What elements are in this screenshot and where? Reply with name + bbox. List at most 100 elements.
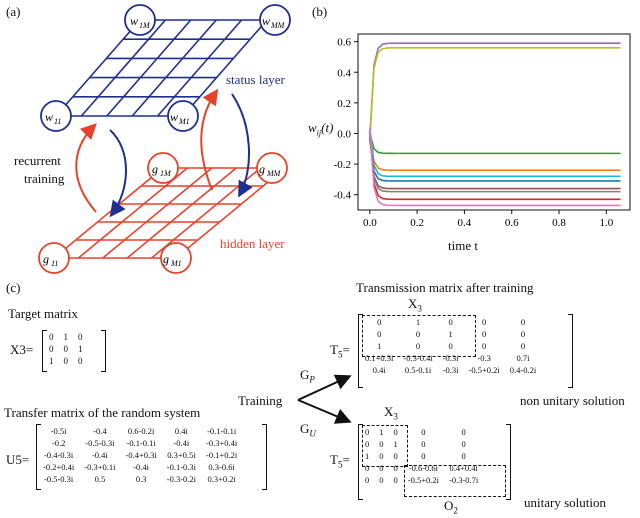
- grid-line: [53, 167, 164, 259]
- matrix-cell: 0.4i: [174, 426, 188, 436]
- matrix-cell: 0: [393, 451, 398, 461]
- unitary-label: unitary solution: [524, 495, 606, 510]
- matrix-cell: 0: [78, 356, 83, 366]
- matrix-cell: -0.5i: [50, 426, 67, 436]
- matrix-cell: -0.1-0.1i: [207, 426, 237, 436]
- matrix-cell: 0: [482, 329, 487, 339]
- matrix-cell: 0.3+0.2i: [207, 474, 236, 484]
- matrix-cell: 0: [482, 341, 487, 351]
- matrix-cell: 1: [49, 356, 54, 366]
- gp-label: GP: [300, 367, 315, 385]
- status-layer-grid: [55, 19, 268, 117]
- svg-text:w: w: [45, 110, 53, 124]
- grid-line: [102, 167, 213, 259]
- y-tick-label: -0.2: [334, 159, 351, 171]
- panel-b-label: (b): [312, 4, 328, 19]
- y-tick-label: 0.4: [337, 67, 351, 79]
- t5-bracket-right: [568, 314, 573, 388]
- transfer-title: Transfer matrix of the random system: [4, 405, 201, 420]
- matrix-cell: -0.3+0.4i: [206, 438, 238, 448]
- matrix-cell: 0: [365, 427, 370, 437]
- matrix-cell: 1: [63, 332, 69, 342]
- matrix-cell: -0.3-0.7i: [449, 475, 479, 485]
- matrix-cell: -0.3: [477, 353, 491, 363]
- matrix-cell: 1: [379, 427, 384, 437]
- matrix-cell: 0.3: [135, 474, 147, 484]
- training-word: Training: [238, 393, 283, 408]
- o2-label: O2: [444, 498, 458, 516]
- matrix-cell: 1: [78, 344, 83, 354]
- matrix-cell: 0.1+0.3i: [365, 353, 394, 363]
- matrix-cell: 0: [393, 463, 398, 473]
- target-name: X3=: [10, 342, 34, 357]
- t5-name-bottom: T5=: [330, 452, 350, 470]
- x3-label-top: X3: [408, 296, 422, 314]
- gu-label: GU: [300, 421, 316, 439]
- svg-text:MM: MM: [266, 169, 282, 178]
- matrix-cell: -0.1-0.1i: [126, 438, 156, 448]
- series-line: [369, 46, 621, 137]
- o2-dashed-box: [404, 465, 506, 497]
- y-tick-label: 0.6: [337, 37, 351, 49]
- x3-dashed-box-bottom: [362, 425, 408, 467]
- matrix-cell: -0.4+0.3i: [125, 450, 157, 460]
- non-unitary-label: non unitary solution: [520, 393, 625, 408]
- matrix-cell: 1: [365, 451, 370, 461]
- matrix-cell: -0.3+0.1i: [84, 462, 116, 472]
- matrix-cell: 0: [421, 439, 426, 449]
- target-bracket-left: [42, 330, 47, 372]
- series-line: [369, 130, 621, 172]
- svg-text:g: g: [163, 252, 169, 266]
- chart-ylabel: wij(t): [308, 120, 334, 138]
- status-layer-label: status layer: [226, 72, 285, 87]
- plot-frame: [357, 33, 631, 211]
- matrix-cell: 0: [482, 317, 487, 327]
- matrix-cell: 0.4-0.2i: [509, 365, 537, 375]
- matrix-cell: 0: [365, 439, 370, 449]
- matrix-cell: 0.6-0.2i: [127, 426, 155, 436]
- svg-text:MM: MM: [270, 21, 286, 30]
- grid-line: [77, 167, 188, 259]
- matrix-cell: -0.4-0.3i: [43, 450, 74, 460]
- matrix-cell: 0: [461, 451, 466, 461]
- matrix-cell: 0: [377, 329, 382, 339]
- matrix-cell: -0.1-0.3i: [166, 462, 197, 472]
- red-arrow-right: [200, 88, 219, 191]
- matrix-cell: -0.3i: [442, 353, 459, 363]
- matrix-cell: -0.2+0.4i: [43, 462, 75, 472]
- svg-text:g: g: [152, 162, 158, 176]
- matrix-cell: 0: [393, 427, 398, 437]
- grid-line: [106, 19, 192, 117]
- matrix-cell: 1: [448, 329, 453, 339]
- matrix-cell: 0: [49, 332, 54, 342]
- matrix-cell: 0: [379, 463, 384, 473]
- matrix-cell: 0: [415, 341, 421, 351]
- matrix-cell: 0.4i: [372, 365, 386, 375]
- matrix-cell: 0: [421, 427, 426, 437]
- grid-line: [80, 19, 167, 117]
- matrix-cell: -0.5+0.2i: [468, 365, 500, 375]
- x3-label-bottom: X3: [384, 404, 398, 422]
- svg-text:1M: 1M: [139, 21, 151, 30]
- matrix-cell: -0.3-0.2i: [166, 474, 197, 484]
- x-tick-label: 1.0: [599, 217, 613, 229]
- matrix-cell: 0: [393, 475, 398, 485]
- x-tick-label: 0.4: [458, 217, 472, 229]
- svg-text:g: g: [43, 252, 49, 266]
- matrix-cell: 0: [421, 451, 426, 461]
- t5-bracket-left: [358, 314, 363, 388]
- panel-c-label: (c): [6, 280, 21, 295]
- y-tick-label: 0.2: [337, 98, 351, 110]
